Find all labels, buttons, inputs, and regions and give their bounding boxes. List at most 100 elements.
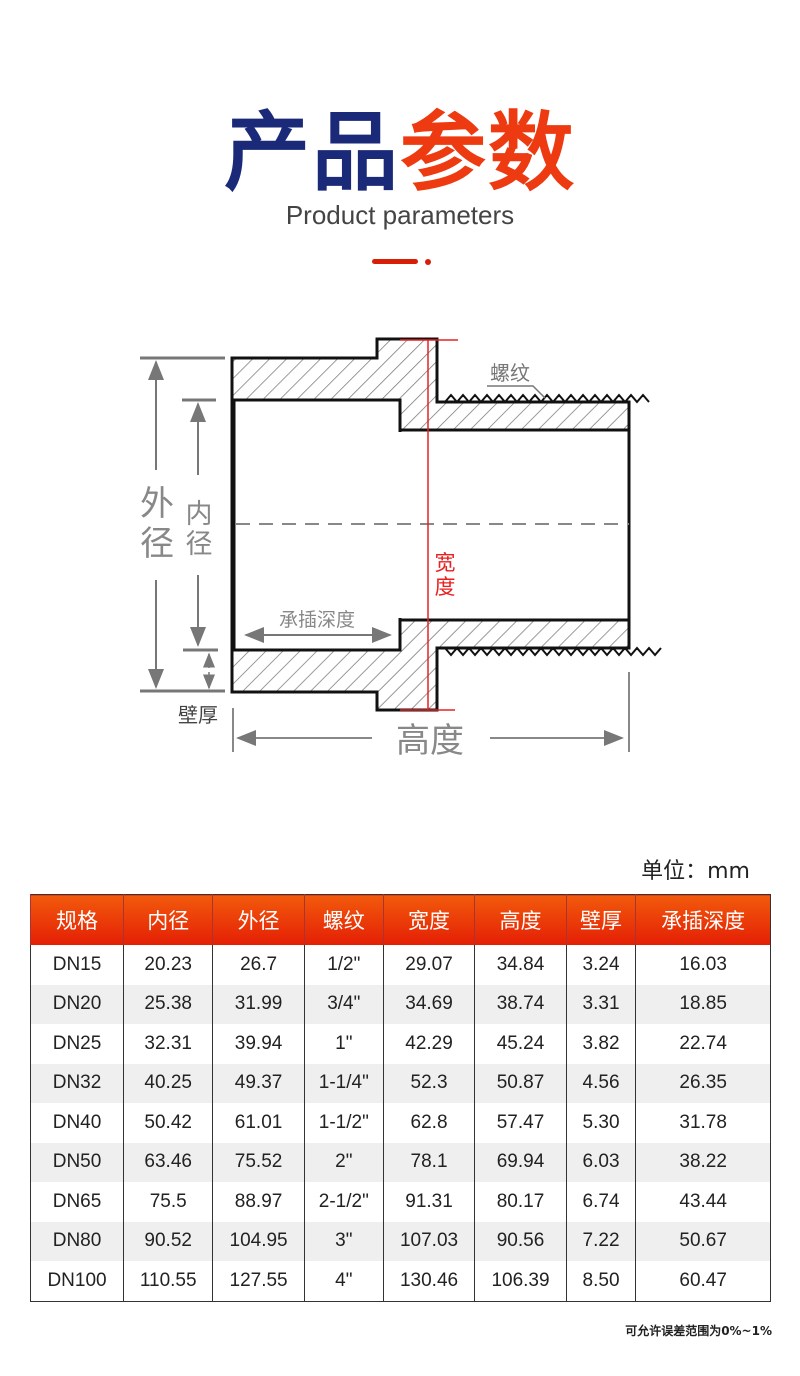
- table-cell: 90.52: [123, 1221, 213, 1261]
- table-cell: 1-1/4": [303, 1063, 384, 1103]
- table-cell: 88.97: [212, 1182, 305, 1222]
- table-cell: DN80: [29, 1221, 124, 1261]
- table-cell: DN50: [29, 1142, 124, 1182]
- table-cell: 3.82: [565, 1024, 636, 1064]
- table-cell: 62.8: [382, 1103, 475, 1143]
- svg-text:径: 径: [140, 524, 174, 564]
- table-cell: 16.03: [635, 945, 771, 985]
- table-cell: 25.38: [123, 984, 213, 1024]
- table-cell: 1-1/2": [303, 1103, 384, 1143]
- column-header: 螺纹: [303, 894, 384, 945]
- table-cell: 4": [303, 1261, 384, 1301]
- table-cell: 75.5: [123, 1182, 213, 1222]
- table-cell: 40.25: [123, 1063, 213, 1103]
- table-cell: DN65: [29, 1182, 124, 1222]
- column-header: 高度: [474, 894, 567, 945]
- svg-text:径: 径: [186, 529, 213, 560]
- divider-dot: [425, 259, 431, 265]
- column-header: 内径: [123, 894, 213, 945]
- table-cell: 31.78: [635, 1103, 771, 1143]
- table-cell: 63.46: [123, 1142, 213, 1182]
- fitting-cross-section-diagram: 宽 度 螺纹 外 径 内 径 壁厚 承插深度 高度: [140, 337, 662, 761]
- table-cell: 75.52: [212, 1142, 305, 1182]
- table-cell: 6.03: [565, 1142, 636, 1182]
- table-cell: 38.74: [474, 984, 567, 1024]
- table-cell: 7.22: [565, 1221, 636, 1261]
- column-header: 壁厚: [565, 894, 636, 945]
- table-cell: 43.44: [635, 1182, 771, 1222]
- table-cell: DN25: [29, 1024, 124, 1064]
- table-cell: DN15: [29, 945, 124, 985]
- table-cell: 45.24: [474, 1024, 567, 1064]
- table-cell: 49.37: [212, 1063, 305, 1103]
- table-cell: 29.07: [382, 945, 475, 985]
- table-cell: 20.23: [123, 945, 213, 985]
- table-cell: 34.84: [474, 945, 567, 985]
- column-header: 规格: [29, 894, 124, 945]
- table-cell: 52.3: [382, 1063, 475, 1103]
- thread-teeth-bottom: [444, 646, 662, 657]
- table-cell: 3.31: [565, 984, 636, 1024]
- table-cell: 6.74: [565, 1182, 636, 1222]
- table-cell: 5.30: [565, 1103, 636, 1143]
- table-cell: 38.22: [635, 1142, 771, 1182]
- table-cell: 3": [303, 1221, 384, 1261]
- table-cell: 90.56: [474, 1221, 567, 1261]
- table-cell: 78.1: [382, 1142, 475, 1182]
- column-header: 外径: [212, 894, 305, 945]
- svg-text:度: 度: [435, 575, 456, 599]
- table-cell: 26.35: [635, 1063, 771, 1103]
- table-cell: 26.7: [212, 945, 305, 985]
- title-part1: 产品: [224, 103, 400, 203]
- tolerance-note: 可允许误差范围为0%~1%: [625, 1324, 772, 1338]
- table-cell: 1/2": [303, 945, 384, 985]
- table-cell: 50.87: [474, 1063, 567, 1103]
- table-cell: 107.03: [382, 1221, 475, 1261]
- table-cell: 50.67: [635, 1221, 771, 1261]
- page-title: 产品参数: [0, 82, 800, 207]
- table-cell: 3.24: [565, 945, 636, 985]
- table-cell: 80.17: [474, 1182, 567, 1222]
- height-label: 高度: [396, 721, 464, 761]
- wall-thickness-label: 壁厚: [178, 703, 218, 727]
- table-cell: 3/4": [303, 984, 384, 1024]
- table-cell: 1": [303, 1024, 384, 1064]
- table-cell: 104.95: [212, 1221, 305, 1261]
- table-cell: DN100: [29, 1261, 124, 1301]
- table-cell: 18.85: [635, 984, 771, 1024]
- table-cell: 32.31: [123, 1024, 213, 1064]
- table-cell: 31.99: [212, 984, 305, 1024]
- table-cell: DN32: [29, 1063, 124, 1103]
- column-header: 宽度: [382, 894, 475, 945]
- thread-teeth-top: [444, 393, 650, 404]
- table-cell: 2": [303, 1142, 384, 1182]
- outer-diameter-label-1: 外: [140, 484, 174, 524]
- table-cell: 91.31: [382, 1182, 475, 1222]
- table-cell: 60.47: [635, 1261, 771, 1301]
- table-cell: DN40: [29, 1103, 124, 1143]
- table-cell: 110.55: [123, 1261, 213, 1301]
- title-part2: 参数: [400, 103, 576, 203]
- thread-label: 螺纹: [490, 361, 530, 385]
- column-header: 承插深度: [635, 894, 771, 945]
- socket-depth-label: 承插深度: [279, 609, 355, 631]
- table-cell: 61.01: [212, 1103, 305, 1143]
- table-cell: 2-1/2": [303, 1182, 384, 1222]
- table-cell: 22.74: [635, 1024, 771, 1064]
- table-cell: 39.94: [212, 1024, 305, 1064]
- table-cell: 8.50: [565, 1261, 636, 1301]
- table-cell: 50.42: [123, 1103, 213, 1143]
- table-cell: 106.39: [474, 1261, 567, 1301]
- svg-text:内: 内: [186, 499, 213, 530]
